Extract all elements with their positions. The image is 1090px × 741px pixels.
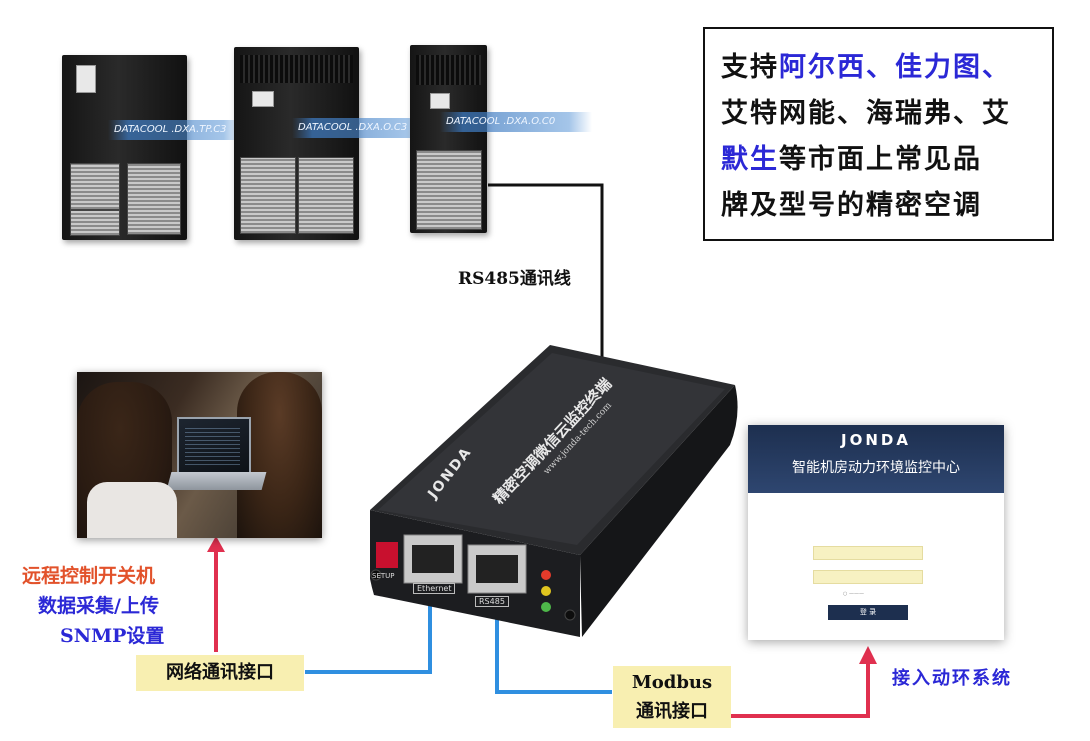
- person-right: [237, 372, 322, 538]
- remote-control-label: 远程控制开关机: [22, 565, 156, 587]
- remember-checkbox[interactable]: ○ ———: [843, 591, 864, 597]
- brand-line-4: 牌及型号的精密空调: [721, 190, 982, 221]
- control-panel: [430, 93, 450, 109]
- air-grille: [240, 157, 296, 234]
- modbus-interface-label: Modbus 通讯接口: [613, 666, 731, 728]
- remote-users-photo: [77, 372, 322, 538]
- monitoring-terminal-device: [370, 345, 738, 637]
- ethernet-cable: [305, 600, 432, 674]
- rs485-blue-cable: [495, 602, 612, 694]
- login-title: 智能机房动力环境监控中心: [792, 460, 960, 476]
- rs485-port-label: RS485: [475, 596, 509, 607]
- login-header: JONDA 智能机房动力环境监控中心: [748, 425, 1004, 493]
- air-grille: [70, 210, 120, 236]
- password-input[interactable]: [813, 570, 923, 584]
- air-grille: [127, 163, 181, 235]
- snmp-label: SNMP设置: [60, 625, 165, 647]
- connect-system-label: 接入动环系统: [892, 668, 1012, 689]
- air-grille: [70, 163, 120, 210]
- arrow-head: [859, 646, 877, 664]
- supported-brands-box: 支持阿尔西、佳力图、 艾特网能、海瑞弗、艾 默生等市面上常见品 牌及型号的精密空…: [703, 27, 1054, 241]
- led-green: [541, 602, 551, 612]
- device-side: [580, 385, 738, 637]
- rs485-cable: [488, 183, 604, 360]
- code-lines: [185, 425, 240, 465]
- setup-label: SETUP: [372, 572, 395, 580]
- air-grille: [416, 150, 482, 230]
- brand-line-1: 支持阿尔西、佳力图、: [721, 52, 1011, 83]
- data-upload-label: 数据采集/上传: [38, 595, 159, 617]
- login-logo: JONDA: [841, 431, 911, 449]
- led-yellow: [541, 586, 551, 596]
- control-panel: [252, 91, 274, 107]
- top-vent: [416, 55, 481, 85]
- modbus-line2: 通讯接口: [636, 701, 708, 722]
- control-panel: [76, 65, 96, 93]
- brand-line-2: 艾特网能、海瑞弗、艾: [721, 98, 1011, 129]
- ethernet-label: Ethernet: [413, 583, 456, 594]
- setup-switch: [376, 542, 398, 568]
- laptop-screen: [177, 417, 251, 476]
- air-grille: [298, 157, 354, 234]
- top-vent: [240, 55, 353, 83]
- model-label: DATACOOL .DXA.TP.C3: [108, 120, 244, 140]
- arrow-head: [207, 536, 225, 552]
- led-red: [541, 570, 551, 580]
- ac-cabinet-2: [234, 47, 359, 240]
- monitoring-center-login: JONDA 智能机房动力环境监控中心 ○ ——— 登 录: [748, 425, 1004, 640]
- login-button[interactable]: 登 录: [828, 605, 908, 620]
- username-input[interactable]: [813, 546, 923, 560]
- shirt-white: [87, 482, 177, 538]
- laptop-base: [166, 472, 267, 490]
- red-arrow-connect: [731, 660, 870, 718]
- ac-cabinet-1: [62, 55, 187, 240]
- model-label: DATACOOL .DXA.O.C0: [440, 112, 592, 132]
- network-interface-label: 网络通讯接口: [136, 655, 304, 691]
- ac-cabinet-3: [410, 45, 487, 233]
- model-label: DATACOOL .DXA.O.C3: [292, 118, 428, 138]
- rs485-cable-label: RS485通讯线: [458, 269, 571, 289]
- modbus-line1: Modbus: [631, 672, 713, 693]
- brand-line-3: 默生等市面上常见品: [721, 144, 982, 175]
